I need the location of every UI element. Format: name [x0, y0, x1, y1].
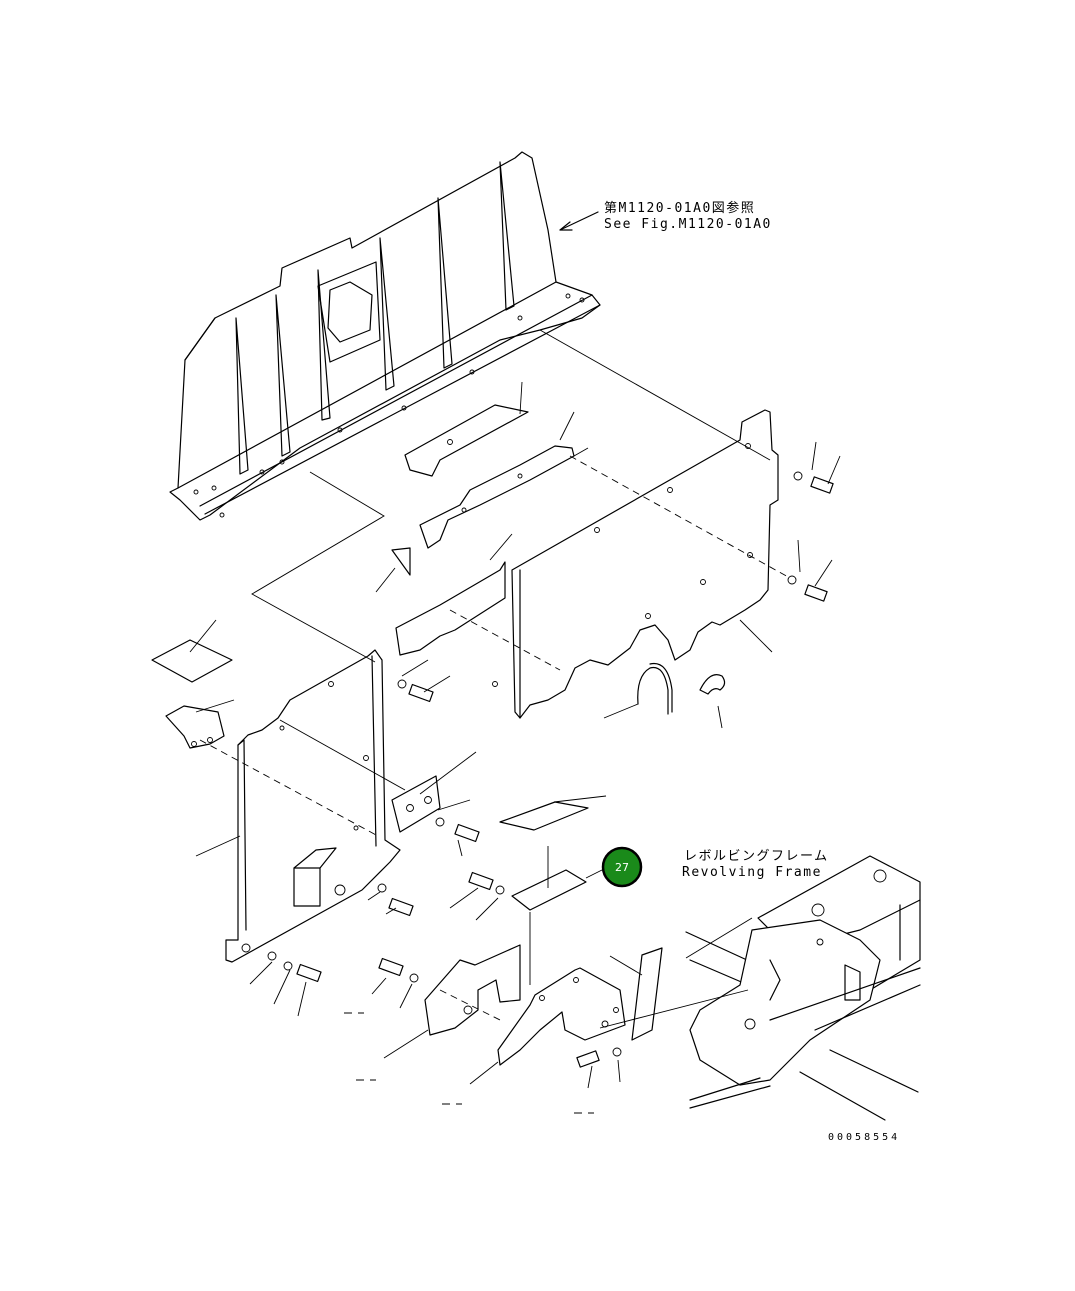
- drawing-number: 00058554: [828, 1132, 900, 1143]
- middle-small-plates: [391, 404, 575, 656]
- revolving-frame: [685, 855, 921, 1121]
- left-panel: [225, 649, 401, 963]
- reference-jp-label: 第M1120-01A0図参照: [604, 200, 755, 216]
- callout-27[interactable]: 27: [601, 846, 643, 888]
- upper-hood-assembly: [169, 151, 601, 521]
- callout-number: 27: [615, 861, 629, 874]
- lower-brackets: [424, 801, 663, 1066]
- reference-en-label: See Fig.M1120-01A0: [604, 217, 772, 232]
- frame-jp-label: レボルビングフレーム: [684, 849, 829, 864]
- leader-lines: [189, 329, 841, 1089]
- frame-en-label: Revolving Frame: [682, 865, 822, 880]
- hose-clamps: [637, 662, 726, 715]
- rear-panel: [492, 409, 779, 719]
- callout-circle[interactable]: [601, 846, 643, 888]
- fasteners: [267, 471, 834, 1068]
- left-small-parts: [151, 639, 441, 833]
- dash-marks: [344, 1012, 594, 1114]
